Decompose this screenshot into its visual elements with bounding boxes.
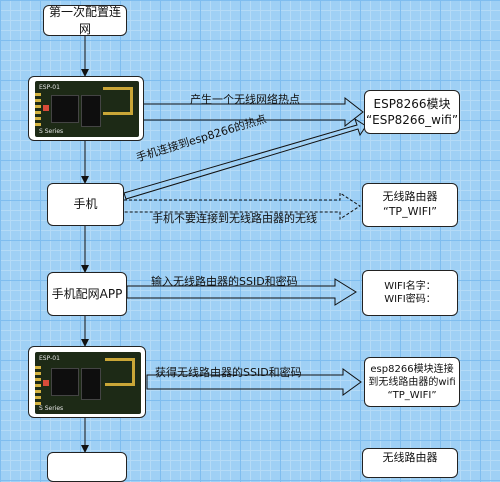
arrow-phone-not-router xyxy=(124,192,361,220)
node-wifi-info: WIFI名字： WIFI密码： xyxy=(362,270,458,316)
node-esp-connect-line1: esp8266模块连接 xyxy=(370,363,454,375)
esp8266-board-icon: ESP-01 S Series xyxy=(35,81,139,137)
arrow-generate-hotspot xyxy=(142,96,364,128)
node-phone-app-label: 手机配网APP xyxy=(51,286,123,301)
edge-label-generate-hotspot: 产生一个无线网络热点 xyxy=(190,93,300,106)
esp8266-board-icon: ESP-01 S Series xyxy=(35,352,141,414)
esp-module-image-top: ESP-01 S Series xyxy=(28,76,144,141)
node-esp-connect-line3: “TP_WIFI” xyxy=(387,389,437,401)
arrow-get-ssid xyxy=(146,368,362,396)
node-router-bottom: 无线路由器 xyxy=(362,448,458,478)
node-esp-hotspot: ESP8266模块 “ESP8266_wifi” xyxy=(364,90,460,134)
node-esp-hotspot-line1: ESP8266模块 xyxy=(373,96,451,111)
node-phone-label: 手机 xyxy=(73,197,98,212)
module-series: S Series xyxy=(39,128,64,135)
node-router-line2: “TP_WIFI” xyxy=(383,205,437,218)
node-bottom-left xyxy=(47,452,127,482)
module-tag: ESP-01 xyxy=(39,355,60,362)
arrow-phone-to-hotspot xyxy=(123,117,367,200)
edge-label-get-ssid: 获得无线路由器的SSID和密码 xyxy=(155,366,302,379)
connector-layer xyxy=(81,36,367,453)
arrow-input-ssid xyxy=(126,278,357,306)
esp-module-image-bottom: ESP-01 S Series xyxy=(28,346,146,418)
module-series: S Series xyxy=(39,405,64,412)
node-router: 无线路由器 “TP_WIFI” xyxy=(362,183,458,227)
node-esp-connect-line2: 到无线路由器的wifi xyxy=(368,376,456,388)
node-first-config-label: 第一次配置连网 xyxy=(48,5,121,36)
node-router-line1: 无线路由器 xyxy=(382,190,438,204)
node-esp-connect: esp8266模块连接 到无线路由器的wifi “TP_WIFI” xyxy=(364,357,460,407)
node-wifi-pwd: WIFI密码： xyxy=(384,294,436,305)
edge-label-input-ssid: 输入无线路由器的SSID和密码 xyxy=(151,275,298,288)
node-phone-app: 手机配网APP xyxy=(47,272,127,316)
edge-label-not-connect-router: 手机不要连接到无线路由器的无线 xyxy=(152,212,317,225)
module-tag: ESP-01 xyxy=(39,84,60,91)
node-wifi-name: WIFI名字： xyxy=(384,280,436,292)
node-first-config: 第一次配置连网 xyxy=(43,5,127,36)
node-phone: 手机 xyxy=(47,183,124,226)
node-esp-hotspot-line2: “ESP8266_wifi” xyxy=(365,113,459,127)
node-router-bottom-label: 无线路由器 xyxy=(382,451,438,464)
